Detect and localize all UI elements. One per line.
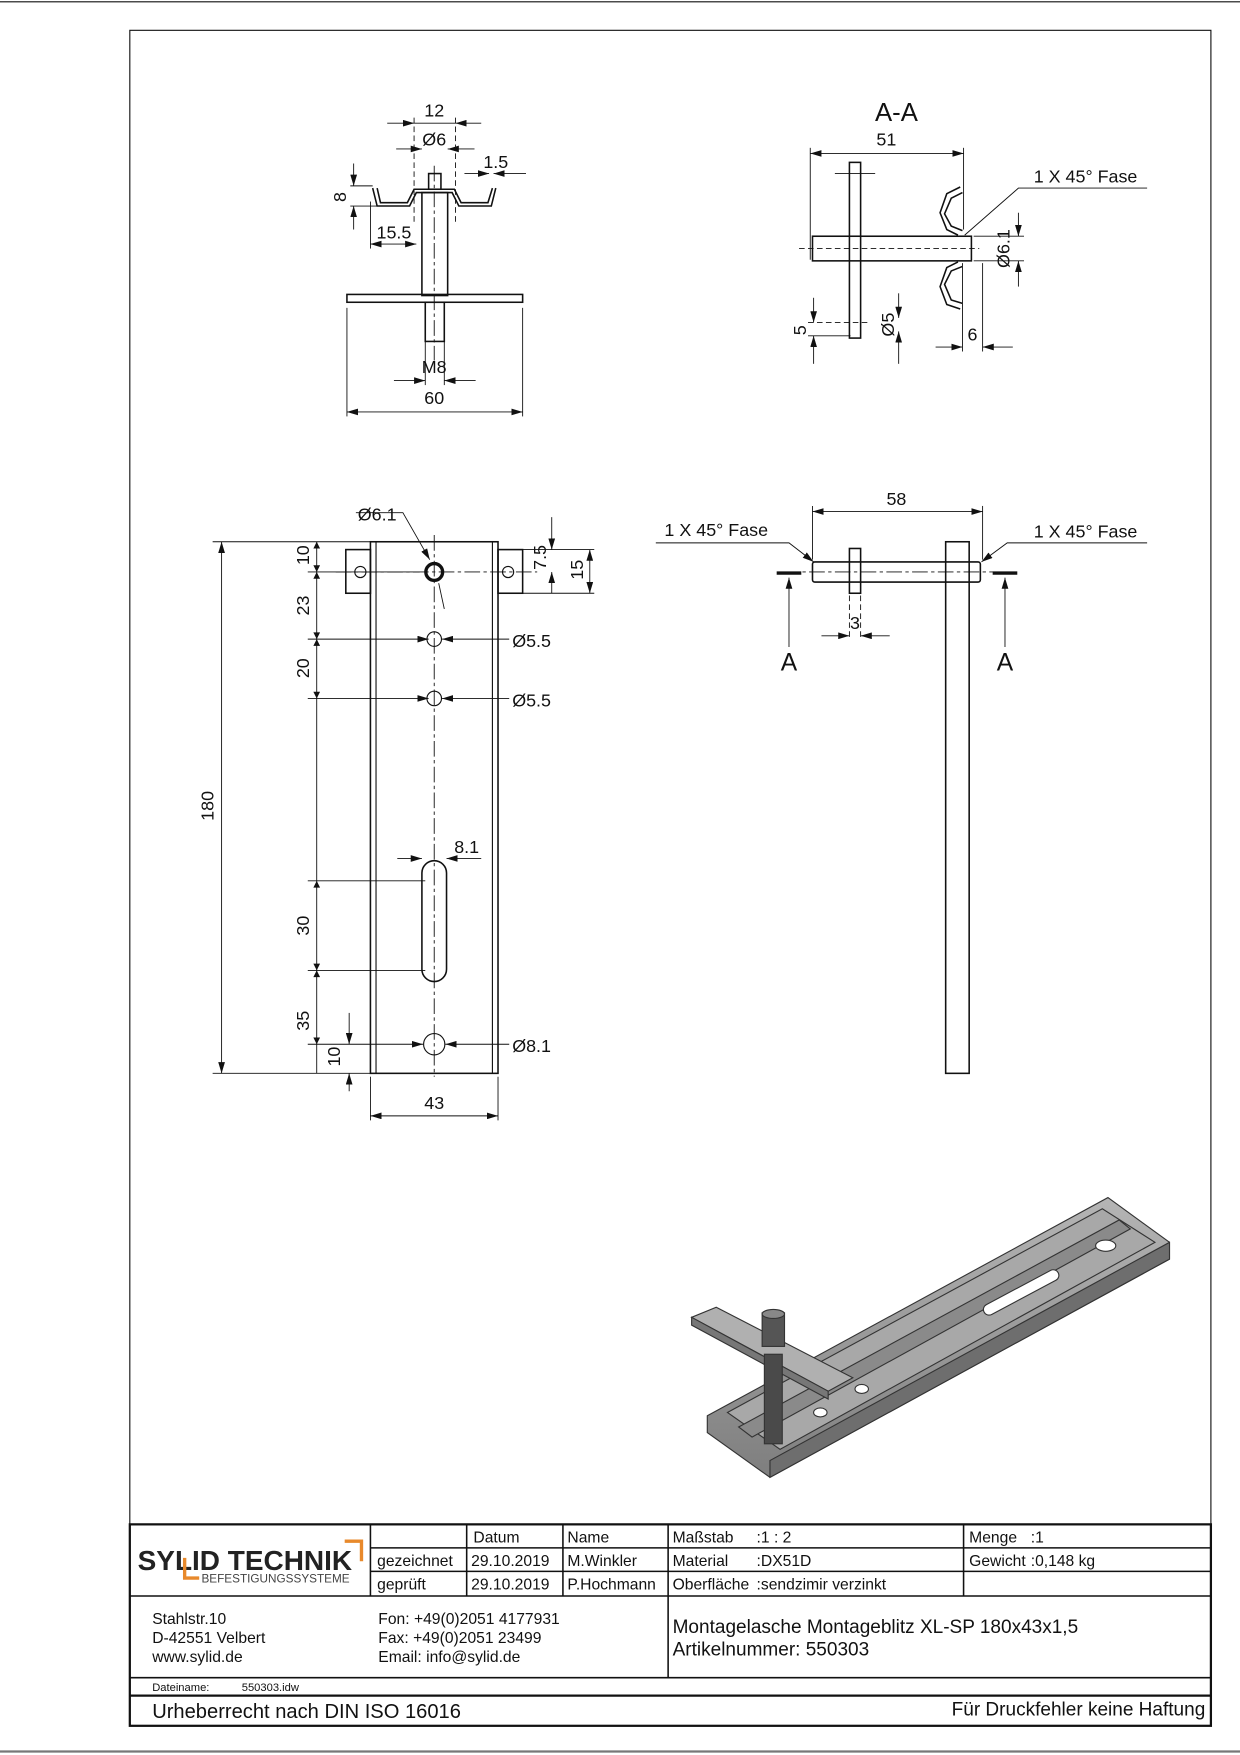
dim-7-5: 7.5 bbox=[530, 545, 550, 570]
dim-6: 6 bbox=[968, 324, 978, 344]
dim-58: 58 bbox=[886, 489, 906, 509]
dim-dia6: Ø6 bbox=[422, 130, 446, 150]
row-date: 29.10.2019 bbox=[471, 1553, 549, 1570]
filename: 550303.idw bbox=[242, 1682, 300, 1694]
chamfer-left-label: 1 X 45° Fase bbox=[664, 520, 768, 540]
row-name: M.Winkler bbox=[567, 1553, 637, 1570]
copyright: Urheberrecht nach DIN ISO 16016 bbox=[152, 1701, 461, 1723]
callout-dia5-5-a: Ø5.5 bbox=[512, 631, 551, 651]
material-label: Material bbox=[673, 1553, 729, 1570]
logo-tagline: BEFESTIGUNGSSYSTEME bbox=[201, 1573, 349, 1586]
email[interactable]: Email: info@sylid.de bbox=[378, 1649, 520, 1666]
plate-side bbox=[848, 547, 862, 595]
address-line: Stahlstr.10 bbox=[152, 1611, 226, 1628]
dim-60: 60 bbox=[424, 388, 444, 408]
row-label: gezeichnet bbox=[377, 1553, 453, 1570]
dim-slot-8-1: 8.1 bbox=[454, 837, 479, 857]
material-value: :DX51D bbox=[757, 1553, 812, 1570]
dim-15-5: 15.5 bbox=[377, 222, 412, 242]
dim-10-top: 10 bbox=[293, 545, 313, 565]
dim-8: 8 bbox=[330, 192, 350, 202]
dim-35: 35 bbox=[293, 1011, 313, 1031]
callout-dia8-1: Ø8.1 bbox=[512, 1036, 551, 1056]
dim-15: 15 bbox=[567, 560, 587, 580]
gewicht-value: :0,148 kg bbox=[1031, 1553, 1095, 1570]
plate-section bbox=[848, 161, 862, 339]
ear-left bbox=[345, 548, 372, 595]
chamfer-leader bbox=[964, 187, 1148, 236]
callout-dia5-5-b: Ø5.5 bbox=[512, 690, 551, 710]
slot bbox=[421, 859, 448, 983]
stud-upper bbox=[421, 191, 449, 297]
section-a-a-view: A-A 51 1 X 45° Fase Ø6.1 5 Ø5 6 bbox=[790, 99, 1148, 364]
dim-5: 5 bbox=[790, 325, 810, 335]
massstab-label: Maßstab bbox=[673, 1529, 734, 1546]
stud-tip bbox=[427, 172, 442, 191]
title-block: SYLID TECHNIK BEFESTIGUNGSSYSTEME Datum … bbox=[128, 1523, 1213, 1727]
dim-3: 3 bbox=[850, 613, 860, 633]
menge-label: Menge bbox=[969, 1529, 1017, 1546]
chamfer-label: 1 X 45° Fase bbox=[1034, 167, 1138, 187]
gewicht-label: Gewicht bbox=[969, 1553, 1026, 1570]
top-view: 12 Ø6 1.5 8 15.5 M8 60 bbox=[330, 100, 526, 417]
phone: Fon: +49(0)2051 4177931 bbox=[378, 1611, 560, 1628]
channel-lower bbox=[939, 261, 963, 310]
oberflaeche-label: Oberfläche bbox=[673, 1576, 750, 1593]
hole-dia6-1 bbox=[424, 561, 445, 583]
row-label: geprüft bbox=[377, 1576, 426, 1593]
dim-20: 20 bbox=[293, 658, 313, 678]
stud-thread bbox=[424, 301, 446, 343]
row-name: P.Hochmann bbox=[567, 1576, 656, 1593]
header-name: Name bbox=[567, 1529, 609, 1546]
fax: Fax: +49(0)2051 23499 bbox=[378, 1630, 541, 1647]
address-line: D-42551 Velbert bbox=[152, 1630, 266, 1647]
dim-12: 12 bbox=[424, 100, 444, 120]
dim-10-bottom: 10 bbox=[324, 1047, 344, 1067]
row-date: 29.10.2019 bbox=[471, 1576, 549, 1593]
dim-dia5: Ø5 bbox=[878, 313, 898, 337]
header-datum: Datum bbox=[473, 1529, 519, 1546]
product-name: Montagelasche Montageblitz XL-SP 180x43x… bbox=[673, 1617, 1079, 1638]
rail-side bbox=[944, 540, 970, 1075]
disclaimer: Für Druckfehler keine Haftung bbox=[952, 1700, 1206, 1721]
isometric-render bbox=[690, 1196, 1171, 1479]
oberflaeche-value: :sendzimir verzinkt bbox=[757, 1576, 887, 1593]
logo-text: SYLID TECHNIK bbox=[138, 1545, 352, 1576]
dim-43: 43 bbox=[424, 1093, 444, 1113]
chamfer-right-label: 1 X 45° Fase bbox=[1034, 521, 1138, 541]
side-view: 58 1 X 45° Fase 1 X 45° Fase 3 A A bbox=[655, 489, 1148, 1075]
company-logo: SYLID TECHNIK BEFESTIGUNGSSYSTEME bbox=[138, 1539, 364, 1586]
dim-51: 51 bbox=[876, 130, 896, 150]
dim-dia6-1: Ø6.1 bbox=[993, 229, 1013, 268]
filename-label: Dateiname: bbox=[152, 1682, 209, 1694]
section-mark-left: A bbox=[781, 649, 798, 676]
section-title: A-A bbox=[875, 99, 919, 127]
dim-m8: M8 bbox=[422, 357, 447, 377]
front-view: 180 10 23 20 30 35 10 Ø6.1 Ø5.5 Ø5.5 Ø8.… bbox=[198, 504, 595, 1121]
ear-right bbox=[497, 548, 524, 595]
article-number: Artikelnummer: 550303 bbox=[673, 1639, 870, 1660]
dim-180: 180 bbox=[198, 791, 218, 821]
dim-30: 30 bbox=[293, 916, 313, 936]
hole-dia8-1 bbox=[423, 1033, 446, 1056]
section-mark-right: A bbox=[997, 649, 1014, 676]
drawing-frame bbox=[129, 29, 1212, 1727]
dim-1-5: 1.5 bbox=[483, 152, 508, 172]
massstab-value: :1 : 2 bbox=[757, 1529, 792, 1546]
callout-dia6-1: Ø6.1 bbox=[358, 504, 397, 524]
menge-value: :1 bbox=[1031, 1529, 1044, 1546]
channel-upper bbox=[939, 186, 963, 236]
dim-23: 23 bbox=[293, 596, 313, 616]
website-link[interactable]: www.sylid.de bbox=[151, 1649, 243, 1666]
